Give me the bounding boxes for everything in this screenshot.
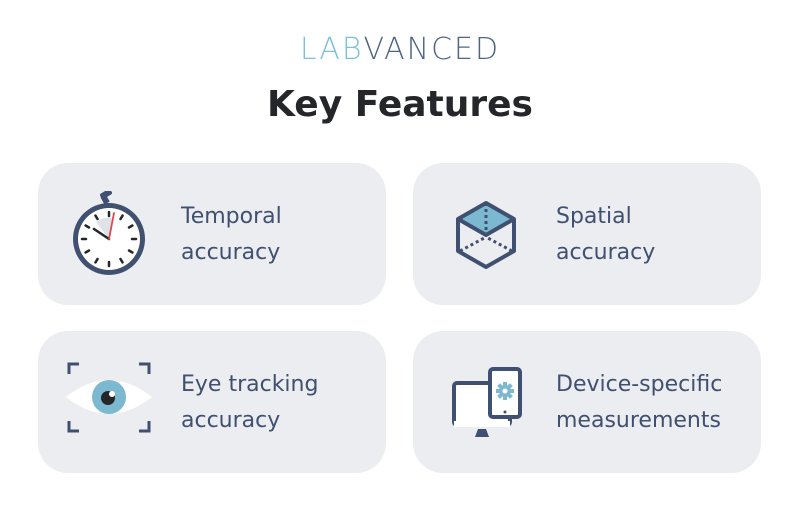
label-line2: accuracy <box>181 408 281 433</box>
label-line1: Spatial <box>556 204 632 229</box>
label-line2: accuracy <box>181 240 281 265</box>
label-line2: measurements <box>556 408 721 433</box>
feature-label: Eye tracking accuracy <box>181 367 318 439</box>
feature-label: Temporal accuracy <box>181 199 282 271</box>
devices-icon <box>452 367 522 437</box>
logo: LABVANCED <box>0 32 800 67</box>
logo-lab: LAB <box>299 32 364 67</box>
feature-label: Spatial accuracy <box>556 199 655 271</box>
stopwatch-icon <box>73 191 145 275</box>
logo-vanced: VANCED <box>363 32 501 67</box>
feature-card-temporal: Temporal accuracy <box>38 163 386 305</box>
eye-icon <box>66 362 152 433</box>
feature-label: Device-specific measurements <box>556 367 722 439</box>
label-line1: Temporal <box>181 204 282 229</box>
feature-card-spatial: Spatial accuracy <box>413 163 761 305</box>
feature-card-eye-tracking: Eye tracking accuracy <box>38 331 386 473</box>
label-line2: accuracy <box>556 240 656 265</box>
page-title: Key Features <box>267 84 533 125</box>
label-line1: Device-specific <box>556 372 723 397</box>
cube-icon <box>456 201 516 269</box>
label-line1: Eye tracking <box>181 372 319 397</box>
feature-card-device: Device-specific measurements <box>413 331 761 473</box>
